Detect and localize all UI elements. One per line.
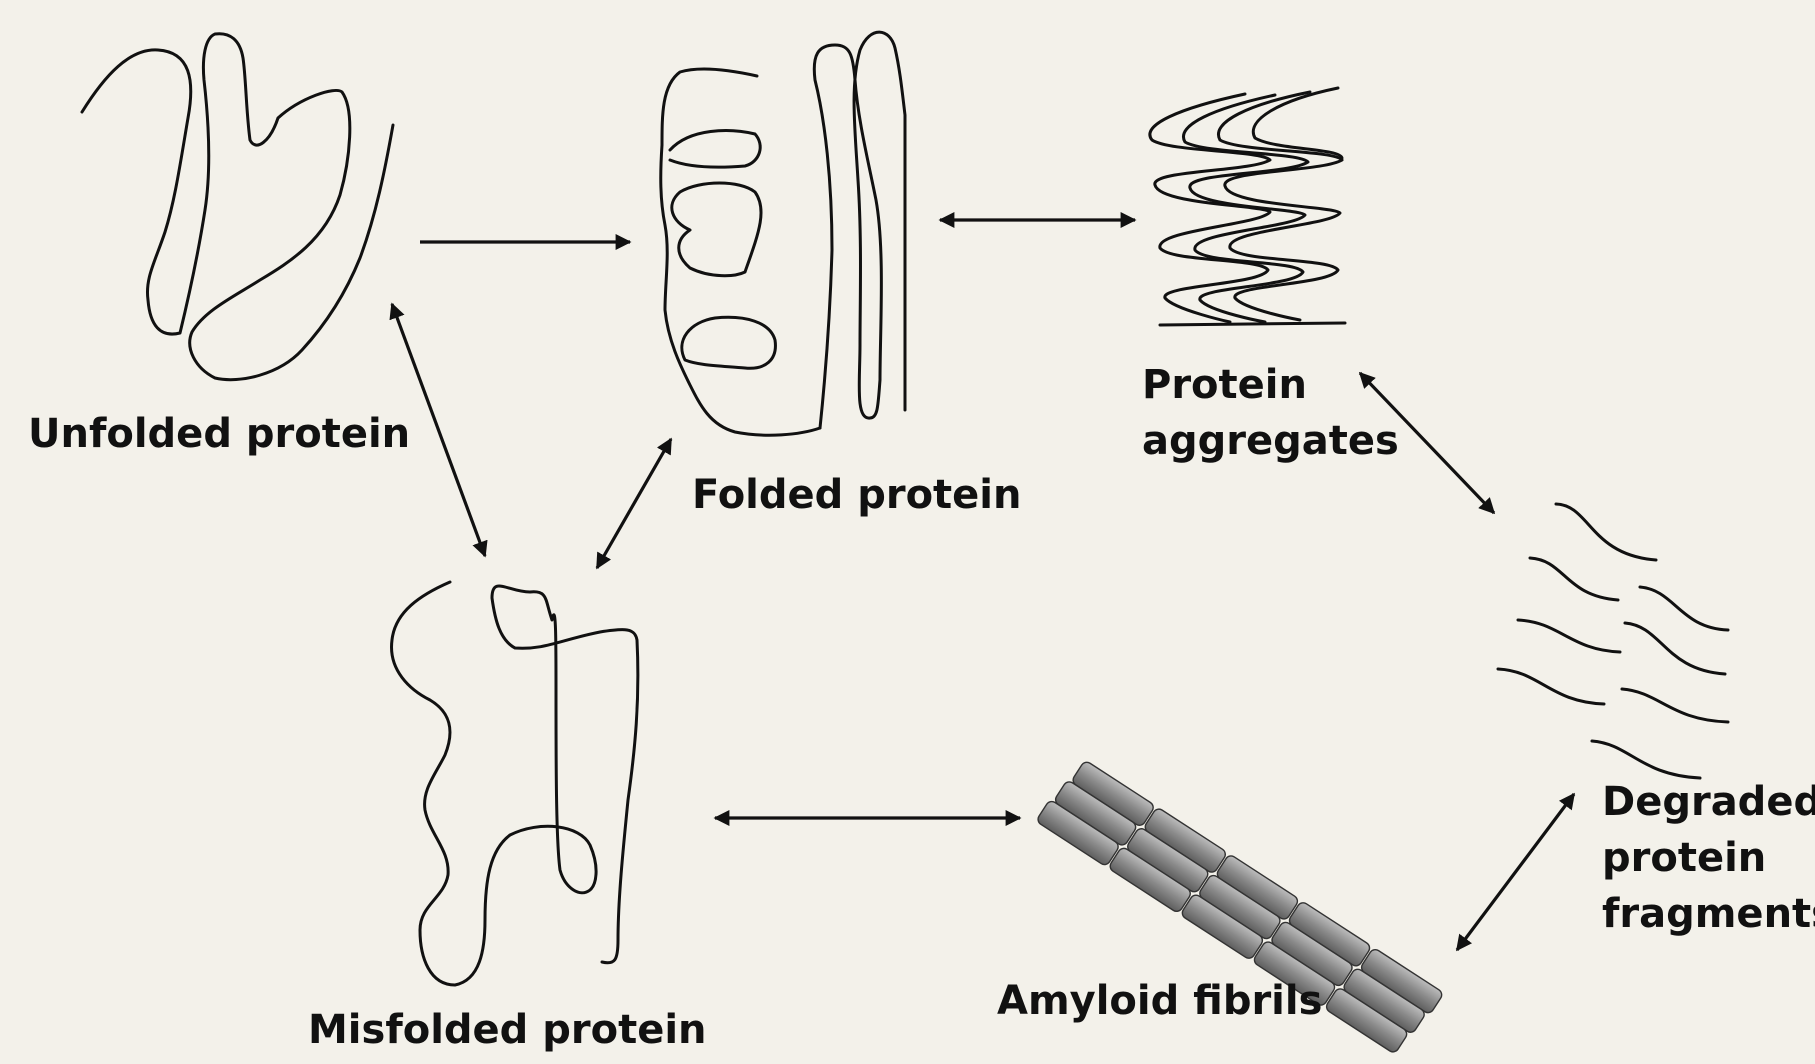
degraded-fragments-icon (1498, 504, 1728, 778)
arrow-amyloid-degraded (1457, 794, 1574, 950)
unfolded-protein-label: Unfolded protein (28, 406, 410, 462)
folded-protein-icon (661, 32, 905, 435)
misfolded-protein-label: Misfolded protein (308, 1002, 707, 1058)
protein-aggregates-icon (1150, 88, 1345, 325)
amyloid-fibrils-label: Amyloid fibrils (997, 973, 1322, 1029)
misfolded-protein-icon (392, 582, 638, 985)
degraded-fragments-label: Degraded protein fragments (1602, 774, 1807, 942)
protein-aggregates-label: Protein aggregates (1142, 357, 1442, 469)
unfolded-protein-icon (82, 34, 393, 380)
arrows (392, 220, 1574, 950)
folded-protein-label: Folded protein (692, 467, 1022, 523)
arrow-misfolded-folded (597, 439, 671, 568)
